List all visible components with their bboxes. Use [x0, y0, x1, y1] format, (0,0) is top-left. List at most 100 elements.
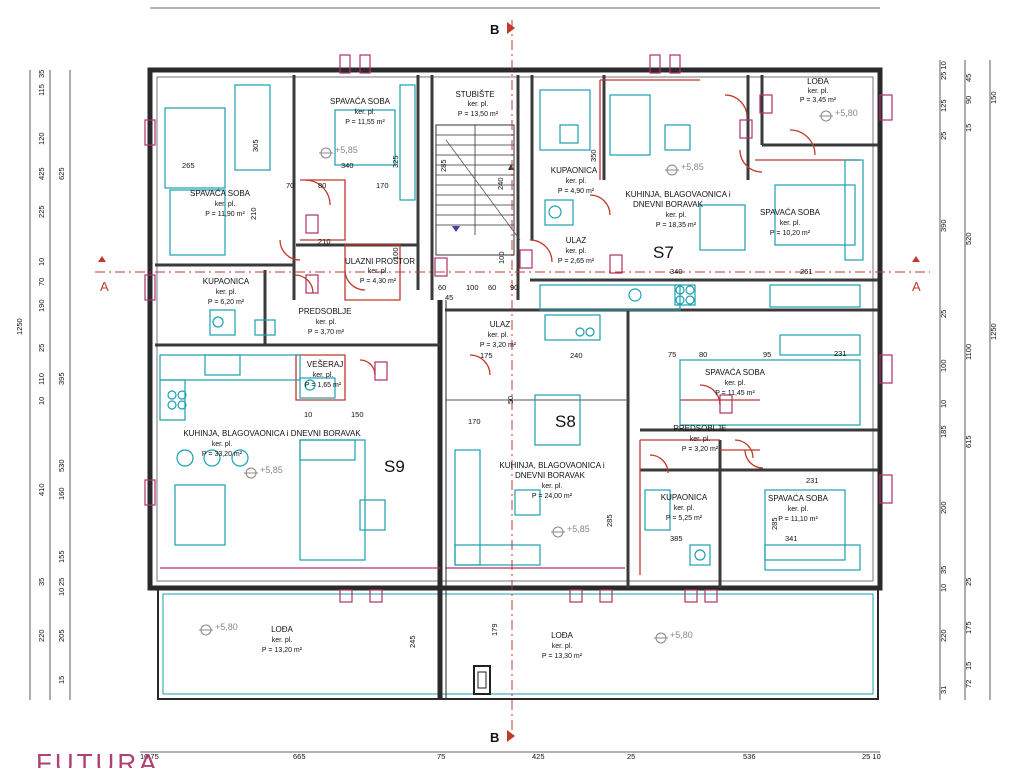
room-label: SPAVAĆA SOBA ker. pl. P = 10,20 m²	[760, 208, 821, 237]
svg-text:+5,85: +5,85	[567, 524, 590, 534]
svg-text:P = 3,45 m²: P = 3,45 m²	[800, 97, 837, 104]
level-marker: +5,80	[819, 108, 858, 122]
svg-text:10: 10	[939, 584, 948, 592]
svg-text:35: 35	[939, 566, 948, 574]
room-label: KUHINJA, BLAGOVAONICA i DNEVNI BORAVAK k…	[499, 461, 604, 500]
room-label: LOĐA ker. pl. P = 13,30 m²	[542, 631, 583, 660]
svg-text:P = 1,65 m²: P = 1,65 m²	[305, 382, 342, 389]
svg-text:185: 185	[939, 425, 948, 438]
svg-text:160: 160	[57, 487, 66, 500]
svg-text:10: 10	[37, 397, 46, 405]
svg-text:90: 90	[510, 283, 518, 292]
right-dimension-texts: 25 10 45 150 90 125 25 15 390 520 25 125…	[939, 61, 998, 694]
svg-text:+5,80: +5,80	[670, 630, 693, 640]
svg-text:P = 6,20 m²: P = 6,20 m²	[208, 299, 245, 306]
room-label: KUPAONICA ker. pl. P = 5,25 m²	[661, 493, 708, 522]
svg-text:KUPAONICA: KUPAONICA	[203, 277, 250, 286]
svg-text:340: 340	[341, 161, 354, 170]
svg-text:DNEVNI BORAVAK: DNEVNI BORAVAK	[633, 200, 704, 209]
svg-text:PREDSOBLJE: PREDSOBLJE	[674, 424, 727, 433]
svg-text:P = 10,20 m²: P = 10,20 m²	[770, 230, 811, 237]
svg-text:95: 95	[763, 350, 771, 359]
svg-text:ker. pl.: ker. pl.	[216, 289, 237, 296]
svg-text:175: 175	[480, 351, 493, 360]
svg-text:ker. pl.: ker. pl.	[788, 506, 809, 513]
svg-text:110: 110	[37, 373, 46, 385]
svg-text:410: 410	[37, 483, 46, 496]
left-dimension-texts: 35 115 120 425 625 225 10 70 190 1250 25…	[15, 70, 66, 684]
svg-text:ker. pl.: ker. pl.	[313, 372, 334, 379]
balcony-inner-line	[162, 593, 874, 695]
svg-text:390: 390	[939, 219, 948, 232]
svg-text:KUHINJA, BLAGOVAONICA i: KUHINJA, BLAGOVAONICA i	[625, 190, 730, 199]
exterior-inner-face	[156, 76, 874, 582]
room-label: SPAVAĆA SOBA ker. pl. P = 11,90 m²	[190, 189, 251, 218]
svg-text:25 10: 25 10	[862, 752, 881, 761]
svg-text:120: 120	[37, 132, 46, 145]
level-marker: +5,85	[665, 162, 704, 176]
svg-text:1250: 1250	[989, 323, 998, 340]
svg-text:385: 385	[670, 534, 683, 543]
svg-text:P = 3,20 m²: P = 3,20 m²	[480, 342, 517, 349]
svg-text:P = 11,10 m²: P = 11,10 m²	[778, 516, 818, 523]
svg-text:10 75: 10 75	[140, 752, 159, 761]
room-label: KUPAONICA ker. pl. P = 6,20 m²	[203, 277, 250, 306]
room-label: SPAVAĆA SOBA ker. pl. P = 11,45 m²	[705, 368, 766, 397]
room-label: KUHINJA, BLAGOVAONICA i DNEVNI BORAVAK k…	[183, 429, 361, 458]
svg-text:KUPAONICA: KUPAONICA	[551, 166, 598, 175]
svg-text:240: 240	[570, 351, 583, 360]
svg-text:125: 125	[939, 99, 948, 112]
svg-text:190: 190	[37, 299, 46, 312]
svg-text:ker. pl.: ker. pl.	[215, 201, 236, 208]
svg-text:425: 425	[532, 752, 545, 761]
svg-text:80: 80	[699, 350, 707, 359]
svg-text:10: 10	[57, 588, 66, 596]
svg-text:179: 179	[490, 623, 499, 636]
svg-text:P = 24,00 m²: P = 24,00 m²	[532, 493, 573, 500]
svg-text:+5,85: +5,85	[335, 145, 358, 155]
svg-text:P = 18,35 m²: P = 18,35 m²	[656, 222, 697, 229]
svg-text:536: 536	[743, 752, 756, 761]
company-logo: FUTURA	[36, 748, 159, 768]
bottom-dimension-texts: 10 75 665 75 425 25 536 25 10	[140, 752, 881, 761]
svg-text:ker. pl.: ker. pl.	[272, 637, 293, 644]
svg-text:DNEVNI BORAVAK: DNEVNI BORAVAK	[515, 471, 586, 480]
svg-text:240: 240	[496, 177, 505, 190]
svg-text:SPAVAĆA SOBA: SPAVAĆA SOBA	[705, 368, 766, 377]
svg-text:90: 90	[964, 96, 973, 104]
room-label: LOĐA ker. pl. P = 3,45 m²	[800, 77, 837, 104]
level-marker: +5,80	[654, 630, 693, 644]
unit-label-s8: S8	[555, 412, 576, 431]
svg-text:45: 45	[964, 74, 973, 82]
svg-text:35: 35	[37, 578, 46, 586]
svg-text:285: 285	[770, 517, 779, 530]
svg-text:ker. pl.: ker. pl.	[725, 380, 746, 387]
svg-text:170: 170	[468, 417, 481, 426]
svg-text:P = 13,50 m²: P = 13,50 m²	[458, 111, 499, 118]
section-cut-a	[95, 256, 930, 273]
svg-text:P = 2,65 m²: P = 2,65 m²	[558, 258, 595, 265]
svg-text:LOĐA: LOĐA	[551, 631, 573, 640]
svg-text:ker. pl.: ker. pl.	[355, 109, 376, 116]
unit-label-s7: S7	[653, 243, 674, 262]
svg-text:80: 80	[318, 181, 326, 190]
svg-text:225: 225	[37, 205, 46, 218]
svg-text:ULAZNI PROSTOR: ULAZNI PROSTOR	[345, 257, 415, 266]
svg-text:341: 341	[785, 534, 798, 543]
svg-text:31: 31	[939, 686, 948, 694]
room-label: PREDSOBLJE ker. pl. P = 3,70 m²	[299, 307, 352, 336]
svg-text:25: 25	[939, 132, 948, 140]
level-marker: +5,85	[319, 145, 358, 159]
svg-text:25: 25	[57, 578, 66, 586]
svg-text:625: 625	[57, 167, 66, 180]
room-label: VEŠERAJ ker. pl. P = 1,65 m²	[305, 360, 343, 389]
exterior-wall	[147, 67, 883, 591]
section-label-b-top: B	[490, 22, 499, 37]
svg-text:ker. pl.: ker. pl.	[566, 178, 587, 185]
svg-text:LOĐA: LOĐA	[271, 625, 293, 634]
svg-text:ker. pl.: ker. pl.	[542, 483, 563, 490]
svg-text:45: 45	[445, 293, 453, 302]
balcony-outline	[157, 588, 879, 700]
svg-text:KUHINJA, BLAGOVAONICA i: KUHINJA, BLAGOVAONICA i	[499, 461, 604, 470]
svg-text:115: 115	[37, 84, 46, 96]
